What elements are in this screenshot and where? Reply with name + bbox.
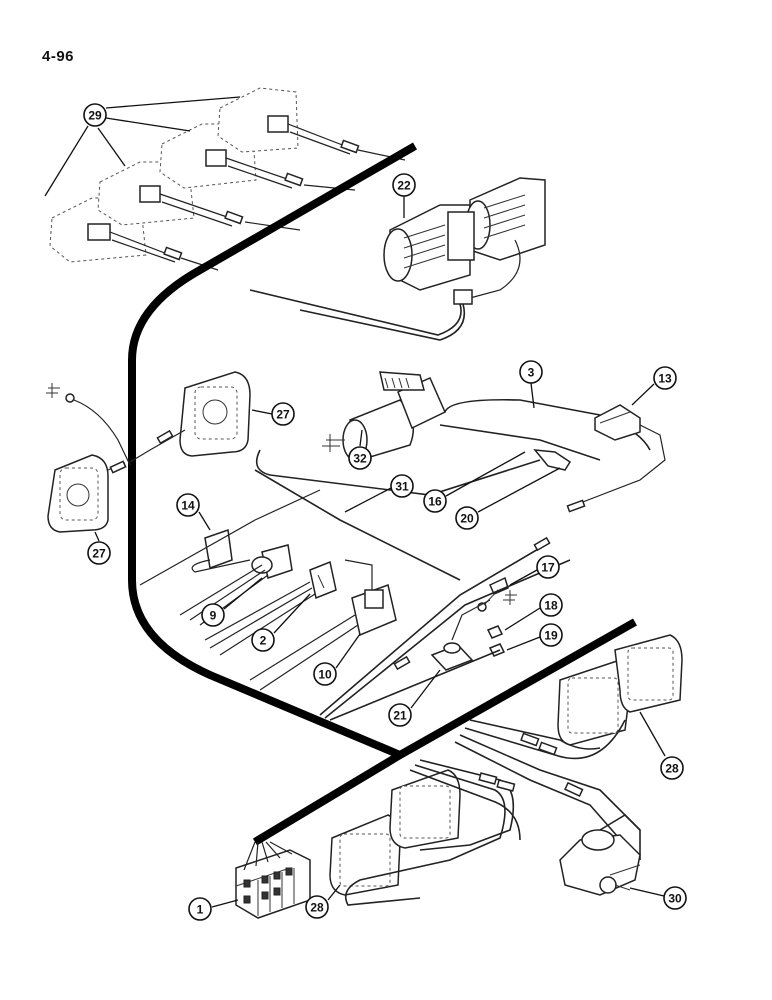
callout-circle [539,593,563,617]
motor-32 [322,371,446,461]
ground-wire-top [46,383,131,466]
callout-circle [392,173,416,197]
callout-16: 16 [423,489,447,513]
rear-lamps-28-right [454,634,683,860]
callout-label: 14 [181,499,195,513]
switch-9 [179,544,293,626]
callout-label: 1 [197,903,204,917]
switch-10 [249,559,397,691]
callout-circle [201,603,225,627]
callout-13: 13 [653,366,677,390]
callout-label: 28 [310,901,324,915]
callout-9: 9 [201,603,225,627]
callout-circle [390,474,414,498]
callout-3: 3 [519,360,543,384]
callout-circle [660,756,684,780]
callout-1: 1 [188,897,212,921]
callout-label: 21 [393,709,407,723]
callout-14: 14 [176,493,200,517]
callout-28: 28 [305,895,329,919]
callout-circle [188,897,212,921]
blower-motor-22 [249,177,546,341]
callout-label: 9 [210,609,217,623]
callout-circle [348,446,372,470]
callout-label: 17 [541,561,555,575]
ground-hardware [430,576,517,671]
callout-label: 3 [528,366,535,380]
page-number: 4-96 [42,48,75,65]
main-harness [128,142,637,759]
callout-30: 30 [663,886,687,910]
callout-20: 20 [455,506,479,530]
callout-circle [455,506,479,530]
callout-circle [305,895,329,919]
callout-circle [313,662,337,686]
main-connector-1 [235,841,311,919]
callout-29: 29 [83,103,107,127]
callout-32: 32 [348,446,372,470]
callout-17: 17 [536,555,560,579]
callout-label: 27 [92,547,106,561]
callout-19: 19 [539,623,563,647]
callout-label: 2 [260,634,267,648]
callout-label: 10 [318,668,332,682]
callout-circle [83,103,107,127]
callout-circle [663,886,687,910]
callout-label: 22 [397,179,411,193]
callout-10: 10 [313,662,337,686]
harness-loop-3 [254,398,666,581]
callout-label: 19 [544,629,558,643]
callout-label: 30 [668,892,682,906]
callout-label: 32 [353,452,367,466]
callout-circle [251,628,275,652]
roof-lamps-29 [49,87,406,271]
flood-lamp-27-lower [47,454,127,533]
harness-branch-lower [252,751,403,846]
callout-label: 13 [658,372,672,386]
flood-lamp-27-upper [129,371,251,463]
leader-lines [44,96,666,908]
callout-2: 2 [251,628,275,652]
callout-circle [519,360,543,384]
callout-31: 31 [390,474,414,498]
callout-circle [423,489,447,513]
callout-label: 29 [88,109,102,123]
callout-label: 16 [428,495,442,509]
callout-27: 27 [87,541,111,565]
branch-wires [139,489,571,721]
callout-circle [536,555,560,579]
callout-circle [176,493,200,517]
switch-2 [204,560,337,656]
callout-label: 20 [460,512,474,526]
callout-circle [539,623,563,647]
switch-14 [191,528,251,573]
callout-circle [388,703,412,727]
callout-label: 18 [544,599,558,613]
rear-lamps-28-lower [329,759,521,906]
callout-18: 18 [539,593,563,617]
callout-28: 28 [660,756,684,780]
callout-label: 27 [276,408,290,422]
callout-label: 31 [395,480,409,494]
callout-label: 28 [665,762,679,776]
callout-circle [271,402,295,426]
callout-circle [87,541,111,565]
sensor-30 [559,813,641,896]
callout-layer: 29 22 3 13 27 32 31 16 20 14 27 17 18 19 9 2 10 21 28 28 1 30 [83,103,687,921]
callout-27: 27 [271,402,295,426]
callout-22: 22 [392,173,416,197]
callout-circle [653,366,677,390]
callout-21: 21 [388,703,412,727]
